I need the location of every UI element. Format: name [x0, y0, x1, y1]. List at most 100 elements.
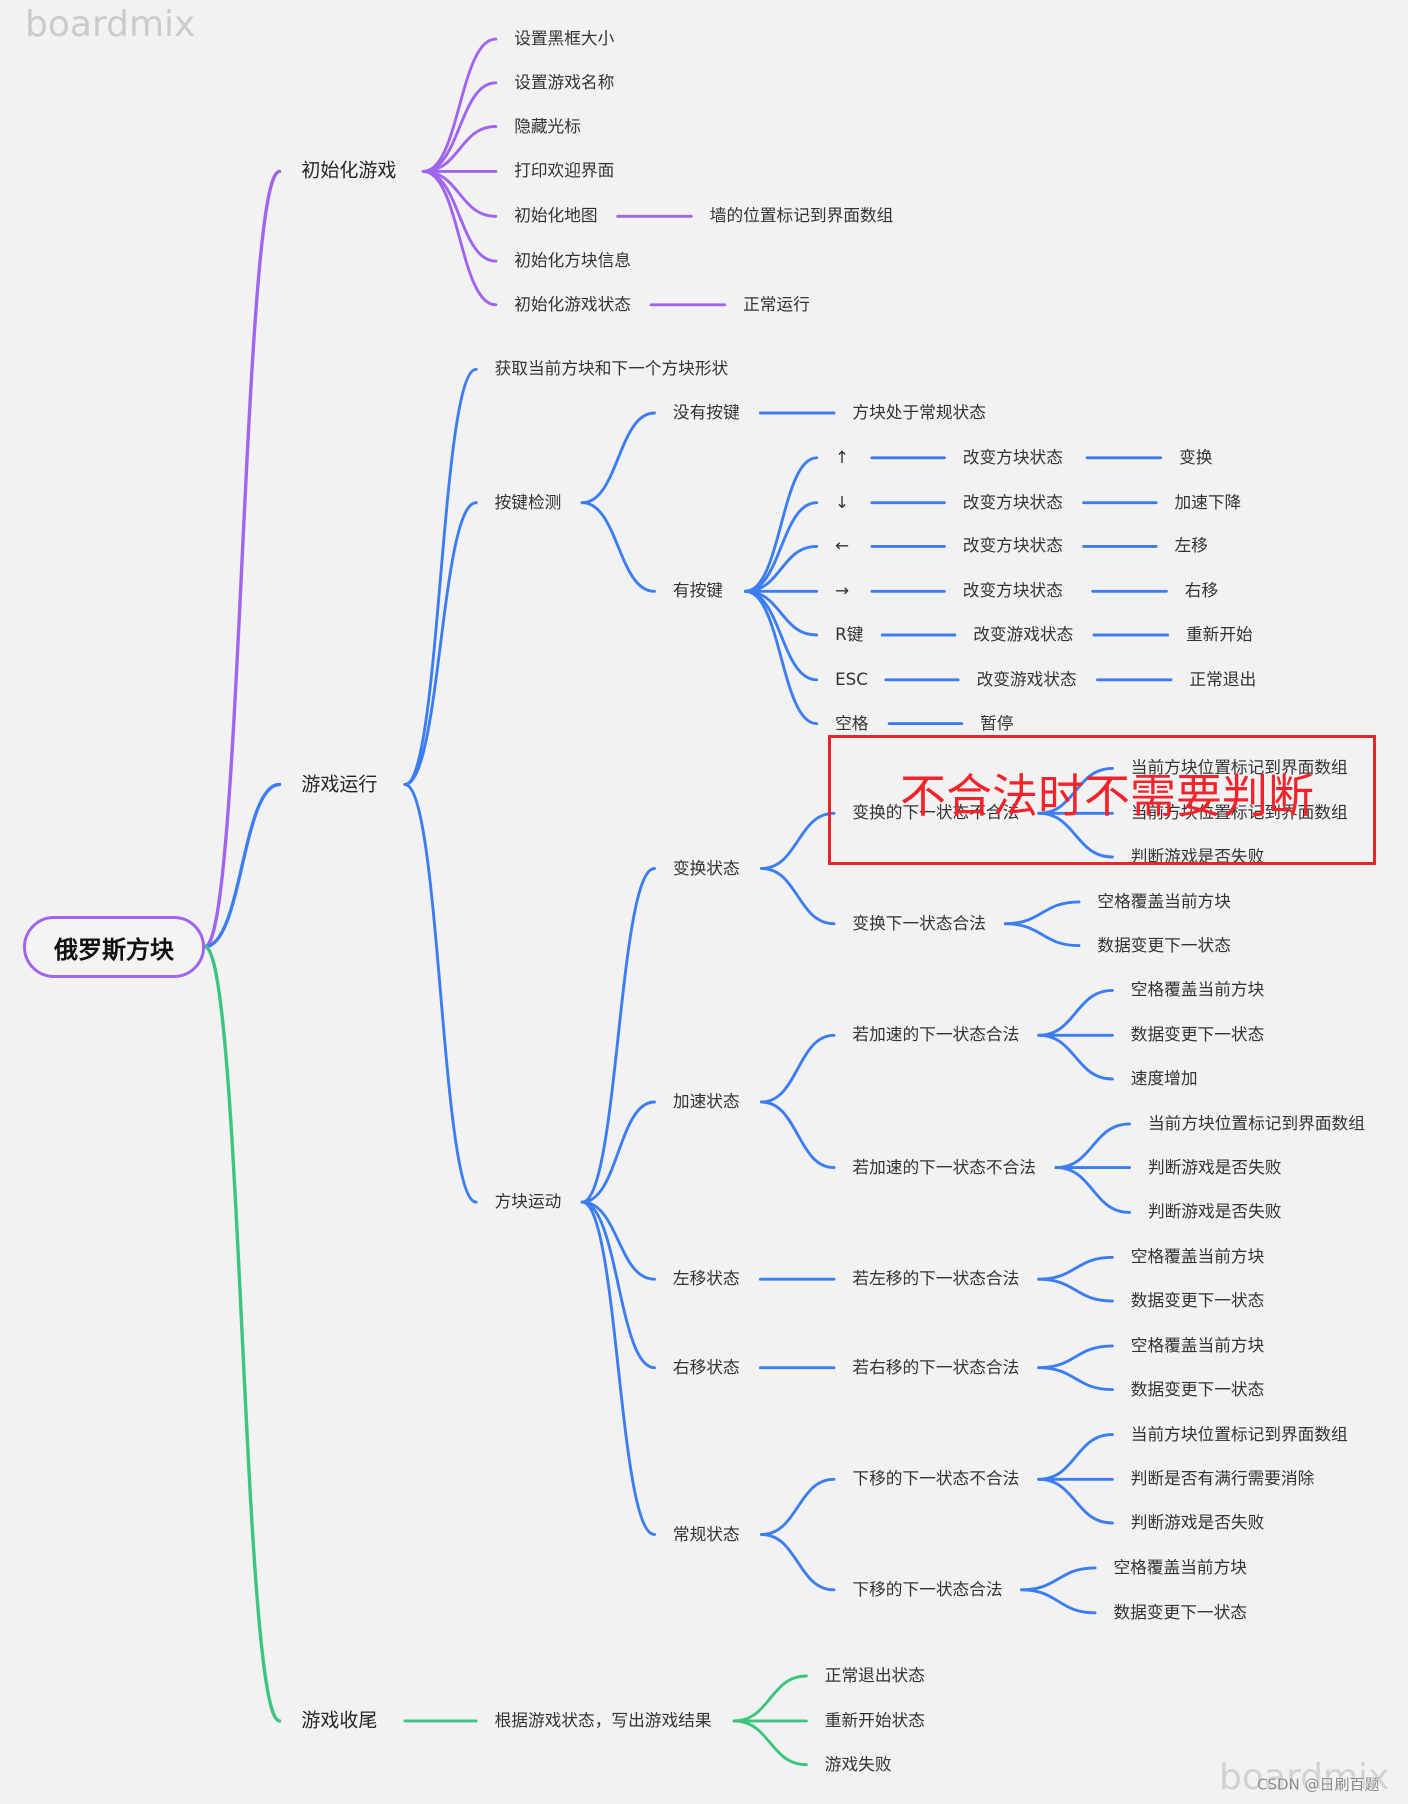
- subtopic-node[interactable]: 正常运行: [743, 293, 810, 314]
- subtopic-node[interactable]: 暂停: [980, 712, 1014, 733]
- subtopic-node[interactable]: 获取当前方块和下一个方块形状: [494, 358, 729, 379]
- subtopic-node[interactable]: 变换状态: [672, 857, 740, 878]
- subtopic-node[interactable]: 若加速的下一状态不合法: [852, 1156, 1036, 1177]
- topic-game-running[interactable]: 游戏运行: [301, 773, 378, 796]
- subtopic-node[interactable]: 没有按键: [672, 402, 740, 423]
- subtopic-node[interactable]: 数据变更下一状态: [1130, 1024, 1265, 1045]
- branch-connector: [580, 411, 656, 505]
- branch-connector: [403, 367, 478, 786]
- subtopic-node[interactable]: 空格覆盖当前方块: [1130, 1246, 1265, 1267]
- subtopic-node[interactable]: 打印欢迎界面: [514, 160, 615, 181]
- csdn-credit-watermark: CSDN @日刷百题: [1257, 1775, 1380, 1794]
- subtopic-node[interactable]: 空格覆盖当前方块: [1130, 1335, 1265, 1356]
- subtopic-node[interactable]: →: [835, 580, 850, 601]
- subtopic-node[interactable]: 右移: [1184, 580, 1219, 601]
- subtopic-node[interactable]: 有按键: [672, 580, 723, 601]
- subtopic-node[interactable]: 正常退出状态: [824, 1665, 925, 1686]
- subtopic-node[interactable]: 改变游戏状态: [973, 624, 1074, 645]
- subtopic-node[interactable]: 空格覆盖当前方块: [1130, 979, 1265, 1000]
- subtopic-node[interactable]: 下移的下一状态合法: [852, 1578, 1003, 1599]
- subtopic-node[interactable]: 游戏失败: [824, 1753, 892, 1774]
- subtopic-node[interactable]: 若左移的下一状态合法: [852, 1268, 1020, 1289]
- subtopic-node[interactable]: 常规状态: [672, 1523, 740, 1544]
- subtopic-node[interactable]: 空格覆盖当前方块: [1113, 1557, 1248, 1578]
- subtopic-node[interactable]: 数据变更下一状态: [1130, 1290, 1265, 1311]
- subtopic-node[interactable]: 加速下降: [1174, 491, 1242, 512]
- subtopic-node[interactable]: ESC: [835, 668, 868, 689]
- subtopic-node[interactable]: 速度增加: [1130, 1068, 1198, 1089]
- subtopic-node[interactable]: 左移: [1174, 535, 1208, 556]
- branch-connector: [743, 501, 819, 593]
- subtopic-node[interactable]: 按键检测: [494, 491, 562, 512]
- subtopic-node[interactable]: 加速状态: [672, 1091, 740, 1112]
- subtopic-node[interactable]: 当前方块位置标记到界面数组: [1148, 1113, 1365, 1134]
- root-topic[interactable]: 俄罗斯方块: [23, 916, 205, 978]
- branch-connector: [203, 169, 282, 949]
- subtopic-node[interactable]: R键: [835, 624, 864, 645]
- subtopic-node[interactable]: 重新开始状态: [824, 1710, 925, 1731]
- branch-connector: [760, 867, 836, 926]
- subtopic-node[interactable]: 变换下一状态合法: [852, 912, 986, 933]
- boardmix-watermark-corner: boardmix: [1219, 1757, 1390, 1798]
- subtopic-node[interactable]: 判断游戏是否失败: [1148, 1201, 1282, 1222]
- subtopic-node[interactable]: 若右移的下一状态合法: [852, 1356, 1020, 1377]
- branch-connector: [743, 456, 819, 593]
- subtopic-node[interactable]: 改变方块状态: [962, 580, 1063, 601]
- subtopic-node[interactable]: 墙的位置标记到界面数组: [709, 205, 894, 226]
- subtopic-node[interactable]: 改变方块状态: [962, 535, 1063, 556]
- topic-game-ending[interactable]: 游戏收尾: [301, 1709, 378, 1732]
- subtopic-node[interactable]: 数据变更下一状态: [1130, 1378, 1265, 1399]
- subtopic-node[interactable]: 判断是否有满行需要消除: [1130, 1468, 1315, 1489]
- subtopic-node[interactable]: 数据变更下一状态: [1113, 1601, 1248, 1622]
- subtopic-node[interactable]: 当前方块位置标记到界面数组: [1130, 802, 1348, 823]
- subtopic-node[interactable]: 空格: [835, 712, 869, 733]
- subtopic-node[interactable]: 重新开始: [1186, 624, 1253, 645]
- subtopic-node[interactable]: 方块运动: [494, 1191, 562, 1212]
- subtopic-node[interactable]: 判断游戏是否失败: [1130, 846, 1265, 867]
- subtopic-node[interactable]: 当前方块位置标记到界面数组: [1130, 1423, 1348, 1444]
- subtopic-node[interactable]: 数据变更下一状态: [1097, 934, 1231, 955]
- branch-connector: [403, 501, 478, 786]
- subtopic-node[interactable]: 设置黑框大小: [514, 28, 615, 49]
- subtopic-node[interactable]: 空格覆盖当前方块: [1097, 891, 1231, 912]
- subtopic-node[interactable]: 判断游戏是否失败: [1130, 1512, 1265, 1533]
- branch-connector: [760, 1533, 836, 1592]
- branch-connector: [203, 782, 282, 949]
- subtopic-node[interactable]: 当前方块位置标记到界面数组: [1130, 757, 1348, 778]
- branch-connector: [421, 125, 498, 173]
- boardmix-watermark: boardmix: [25, 4, 196, 45]
- subtopic-node[interactable]: 初始化地图: [514, 205, 598, 226]
- subtopic-node[interactable]: 变换的下一状态不合法: [852, 802, 1020, 823]
- subtopic-node[interactable]: 若加速的下一状态合法: [852, 1024, 1020, 1045]
- subtopic-node[interactable]: 改变游戏状态: [976, 668, 1077, 689]
- subtopic-node[interactable]: 初始化方块信息: [514, 250, 631, 271]
- subtopic-node[interactable]: 初始化游戏状态: [514, 293, 631, 314]
- subtopic-node[interactable]: 隐藏光标: [514, 115, 581, 136]
- subtopic-node[interactable]: 正常退出: [1189, 668, 1257, 689]
- subtopic-node[interactable]: 改变方块状态: [962, 491, 1063, 512]
- subtopic-node[interactable]: ←: [835, 535, 850, 556]
- topic-init-game[interactable]: 初始化游戏: [301, 160, 397, 183]
- subtopic-node[interactable]: 改变方块状态: [962, 446, 1063, 467]
- subtopic-node[interactable]: 方块处于常规状态: [852, 402, 986, 423]
- branch-connector: [421, 169, 498, 307]
- branch-connector: [760, 1100, 836, 1170]
- branch-connector: [1037, 1433, 1114, 1481]
- subtopic-node[interactable]: 判断游戏是否失败: [1148, 1156, 1282, 1177]
- subtopic-node[interactable]: 右移状态: [672, 1356, 740, 1377]
- branch-connector: [732, 1719, 808, 1767]
- subtopic-node[interactable]: 变换: [1179, 446, 1213, 467]
- branch-connector: [421, 37, 498, 173]
- subtopic-node[interactable]: ↑: [835, 446, 850, 467]
- branch-connector: [580, 1200, 656, 1370]
- subtopic-node[interactable]: 下移的下一状态不合法: [852, 1468, 1020, 1489]
- subtopic-node[interactable]: 左移状态: [672, 1268, 740, 1289]
- subtopic-node[interactable]: 设置游戏名称: [514, 71, 615, 92]
- branch-connector: [1037, 1366, 1114, 1392]
- branch-connector: [580, 1200, 656, 1281]
- subtopic-node[interactable]: 根据游戏状态，写出游戏结果: [494, 1710, 712, 1731]
- branch-connector: [1037, 1477, 1114, 1525]
- branch-connector: [1037, 811, 1114, 859]
- subtopic-node[interactable]: ↓: [835, 491, 850, 512]
